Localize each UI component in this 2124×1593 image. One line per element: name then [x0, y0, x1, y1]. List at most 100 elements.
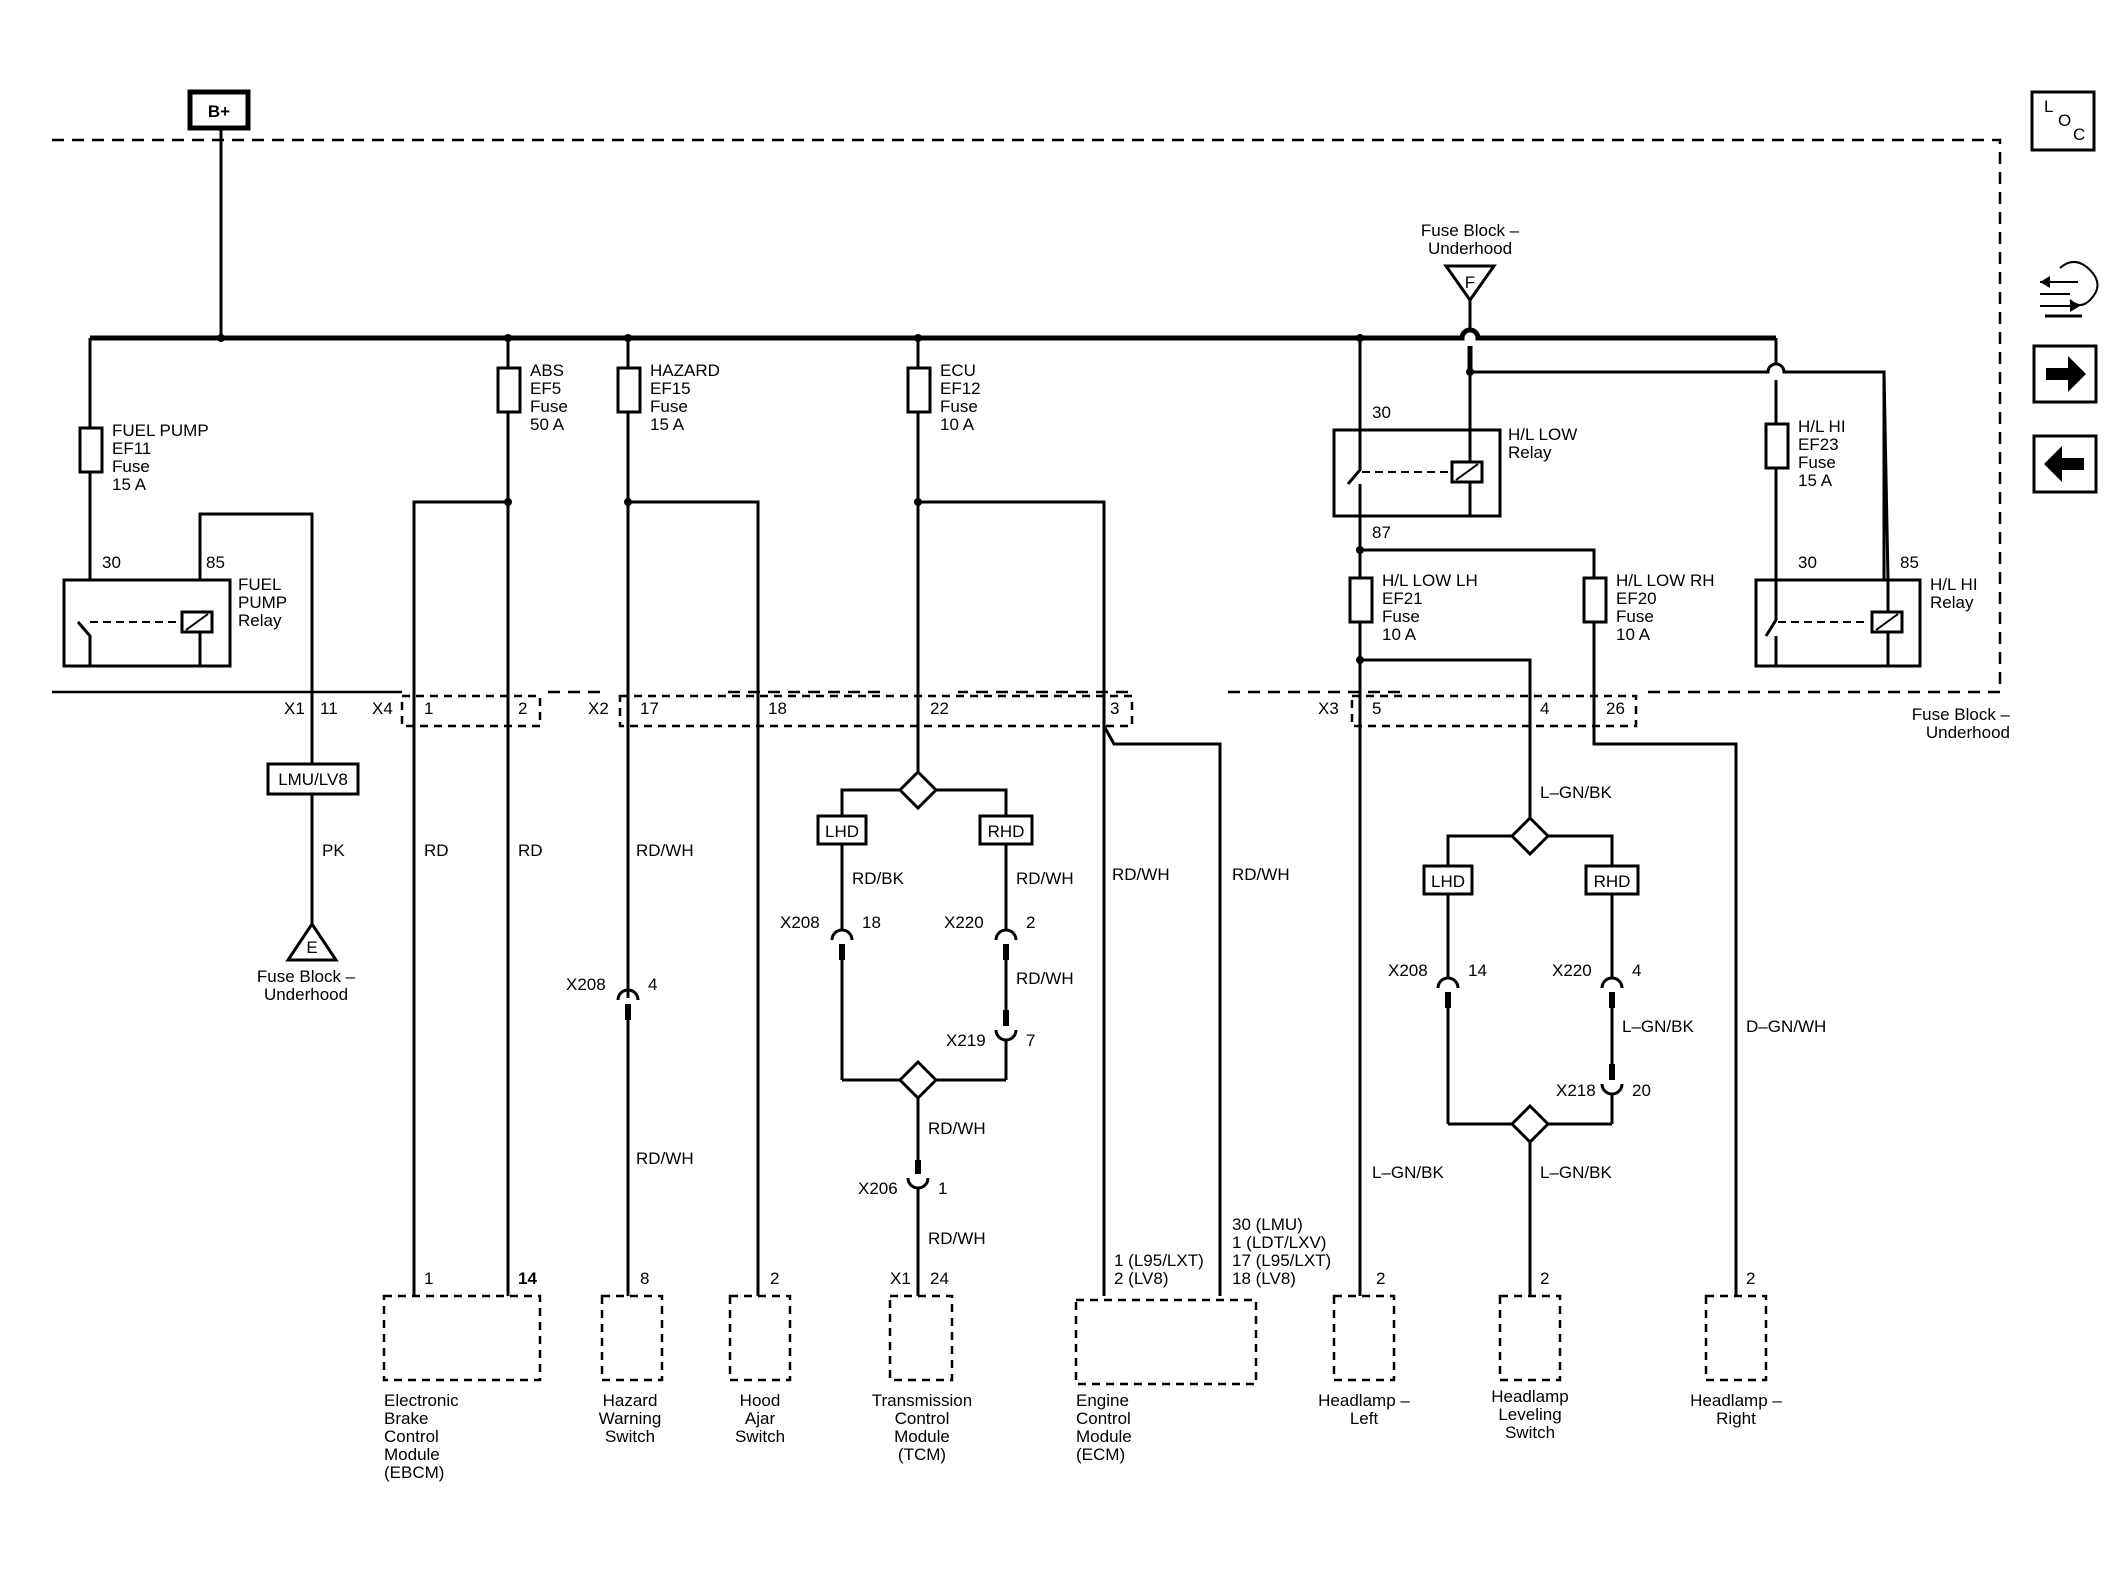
fuse-ef5-name: ABS — [530, 361, 564, 380]
option-rhd-leveling-label: RHD — [1594, 872, 1631, 891]
fuse-ef23-name: H/L HI — [1798, 417, 1846, 436]
connector-x1-label: X1 — [284, 699, 305, 718]
connector-x2-pin-17: 17 — [640, 699, 659, 718]
ecm-pin-18-lv8: 18 (LV8) — [1232, 1269, 1296, 1288]
wire-rd-wh-ecm-2: RD/WH — [1232, 865, 1290, 884]
fuse-ef12 — [906, 366, 932, 414]
option-lmu-lv8: LMU/LV8 — [266, 762, 360, 796]
fuse-block-connector-e: E — [285, 921, 339, 962]
wire-dgn-wh: D–GN/WH — [1746, 1017, 1826, 1036]
fuse-ef23-id: EF23 — [1798, 435, 1839, 454]
connector-x1-pin-11: 11 — [320, 699, 338, 718]
option-rhd-leveling: RHD — [1584, 864, 1640, 896]
module-headlamp-right-name-1: Headlamp – — [1690, 1391, 1782, 1410]
wire-lgn-bk-leveling-2: L–GN/BK — [1622, 1017, 1694, 1036]
module-headlamp-right-name-2: Right — [1716, 1409, 1756, 1428]
connector-x3-label: X3 — [1318, 699, 1339, 718]
inline-x208-hazard: X208 — [566, 975, 606, 994]
connector-x4-pin-1: 1 — [424, 699, 433, 718]
wire-rd-wh-ecm-1: RD/WH — [1112, 865, 1170, 884]
fuse-block-bottom-title-1: Fuse Block – — [1912, 705, 2011, 724]
next-page-button[interactable] — [2032, 344, 2098, 404]
fuse-ef12-id: EF12 — [940, 379, 981, 398]
fuse-ef5-type: Fuse — [530, 397, 568, 416]
tcm-connector-x1: X1 — [890, 1269, 911, 1288]
fuse-ef15-id: EF15 — [650, 379, 691, 398]
relay-fuel-pump-label-2: PUMP — [238, 593, 287, 612]
wire-rd-wh-tcm-2: RD/WH — [1016, 969, 1074, 988]
module-headlamp-left — [1332, 1294, 1396, 1382]
module-ecm-name-3: Module — [1076, 1427, 1132, 1446]
module-headlamp-left-name-1: Headlamp – — [1318, 1391, 1410, 1410]
wire-lgn-bk-leveling-3: L–GN/BK — [1540, 1163, 1612, 1182]
fuse-ef20-name: H/L LOW RH — [1616, 571, 1715, 590]
connector-x2-pin-18: 18 — [768, 699, 787, 718]
relay-hl-low-pin-87: 87 — [1372, 523, 1391, 542]
headlamp-right-pin-2: 2 — [1746, 1269, 1755, 1288]
fuse-ef23-rating: 15 A — [1798, 471, 1833, 490]
loc-letter-c: C — [2073, 125, 2085, 144]
inline-x208-tcm-pin: 18 — [862, 913, 881, 932]
previous-page-button[interactable] — [2032, 434, 2098, 494]
connector-f-letter: F — [1465, 273, 1475, 292]
connector-x4-label: X4 — [372, 699, 393, 718]
relay-fuel-pump-pin-30: 30 — [102, 553, 121, 572]
option-rhd-tcm: RHD — [978, 814, 1034, 846]
inline-x208-tcm: X208 — [780, 913, 820, 932]
module-headlamp-left-name-2: Left — [1350, 1409, 1379, 1428]
inline-x220-leveling: X220 — [1552, 961, 1592, 980]
module-tcm-name-3: Module — [894, 1427, 950, 1446]
bplus-label: B+ — [208, 102, 230, 121]
wire-rd-wh-tcm: RD/WH — [1016, 869, 1074, 888]
wire-rd-1: RD — [424, 841, 449, 860]
relay-hl-low-label-2: Relay — [1508, 443, 1552, 462]
relay-hl-hi-pin-85: 85 — [1900, 553, 1919, 572]
module-hood-switch — [728, 1294, 792, 1382]
option-lmu-lv8-label: LMU/LV8 — [278, 770, 348, 789]
wire-lgn-bk-hl-left: L–GN/BK — [1372, 1163, 1444, 1182]
inline-x206-pin: 1 — [938, 1179, 947, 1198]
fuse-block-top-title-1: Fuse Block – — [1421, 221, 1520, 240]
fuse-ef21-name: H/L LOW LH — [1382, 571, 1478, 590]
module-headlamp-leveling-switch — [1498, 1294, 1562, 1382]
fuse-block-e-title-2: Underhood — [264, 985, 348, 1004]
connector-x3 — [1350, 694, 1638, 728]
fuse-block-bottom-title-2: Underhood — [1926, 723, 2010, 742]
wire-rd-wh-tcm-3: RD/WH — [928, 1119, 986, 1138]
fuse-ef20-rating: 10 A — [1616, 625, 1651, 644]
module-tcm — [888, 1294, 954, 1382]
relay-hl-low: 30 87 H/L LOW Relay — [1332, 372, 1577, 542]
loc-letter-l: L — [2044, 97, 2053, 116]
relay-fuel-pump: 30 85 FUEL PUMP Relay — [62, 512, 314, 692]
module-tcm-name-2: Control — [895, 1409, 950, 1428]
fuse-ef21-type: Fuse — [1382, 607, 1420, 626]
fuse-ef20 — [1582, 576, 1608, 624]
loc-button[interactable]: L O C — [2030, 90, 2096, 152]
fuse-ef11-id: EF11 — [112, 439, 151, 458]
wire-rd-2: RD — [518, 841, 543, 860]
ebcm-pin-14: 14 — [518, 1269, 537, 1288]
module-hood-name-3: Switch — [735, 1427, 785, 1446]
fuse-ef12-name: ECU — [940, 361, 976, 380]
fuse-ef20-type: Fuse — [1616, 607, 1654, 626]
connector-x3-pin-4: 4 — [1540, 699, 1549, 718]
relay-hl-hi-label-2: Relay — [1930, 593, 1974, 612]
module-ecm-name-4: (ECM) — [1076, 1445, 1125, 1464]
fuse-ef11-type: Fuse — [112, 457, 150, 476]
connector-x3-pin-5: 5 — [1372, 699, 1381, 718]
wire-pk: PK — [322, 841, 345, 860]
module-hazard-name-2: Warning — [599, 1409, 662, 1428]
splice-tcm-top — [897, 769, 939, 811]
ebcm-pin-1: 1 — [424, 1269, 433, 1288]
inline-x208-hazard-pin: 4 — [648, 975, 657, 994]
main-bus-bar — [90, 327, 1776, 341]
module-ebcm-name-3: Control — [384, 1427, 439, 1446]
relay-hl-low-label-1: H/L LOW — [1508, 425, 1577, 444]
inline-x208-leveling-pin: 14 — [1468, 961, 1487, 980]
splice-tcm-bottom — [897, 1059, 939, 1101]
connector-x2-pin-3: 3 — [1110, 699, 1119, 718]
connector-view-icon[interactable] — [2040, 261, 2099, 318]
fuse-ef15-type: Fuse — [650, 397, 688, 416]
